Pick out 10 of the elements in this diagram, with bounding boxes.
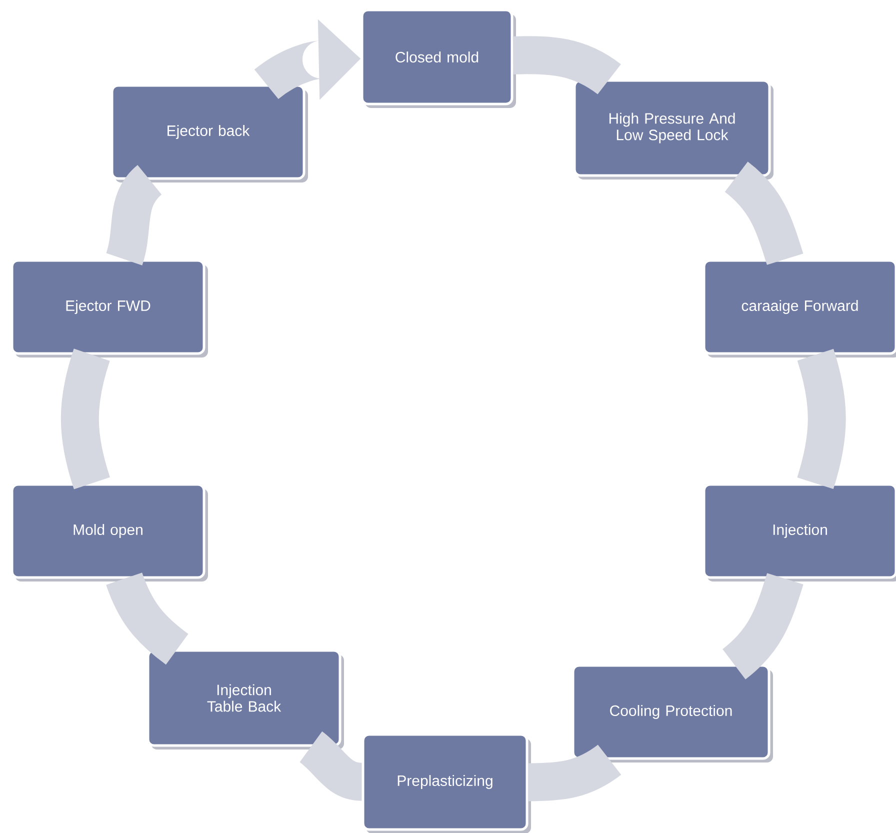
process-box: caraaige Forward bbox=[702, 259, 896, 358]
process-box: Closed mold bbox=[360, 8, 516, 108]
process-box: Injection bbox=[702, 483, 896, 582]
process-box: Injection Table Back bbox=[146, 649, 344, 750]
process-box: Ejector back bbox=[110, 84, 308, 182]
process-box: Ejector FWD bbox=[10, 259, 208, 358]
process-box: Mold open bbox=[10, 483, 208, 582]
process-box: Cooling Protection bbox=[572, 664, 773, 762]
process-box: Preplasticizing bbox=[362, 733, 531, 833]
process-box: High Pressure And Low Speed Lock bbox=[573, 79, 774, 180]
